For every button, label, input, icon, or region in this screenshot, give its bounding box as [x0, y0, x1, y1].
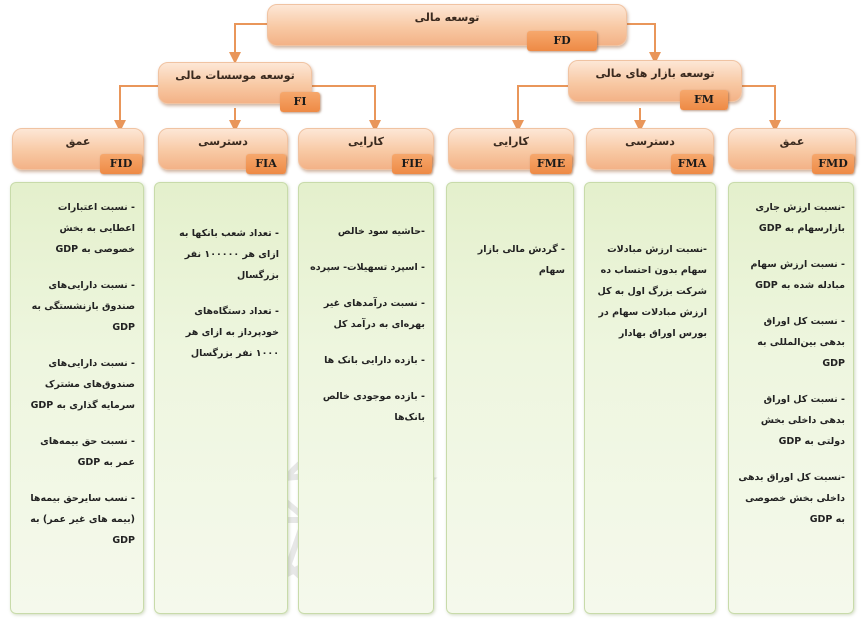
list-item: -نسبت ارزش جاری بازارسهام به GDP	[755, 202, 845, 234]
list-item: - نسبت اعتبارات اعطایی به بخش خصوصی به G…	[55, 202, 135, 255]
list-item: - اسپرد تسهیلات- سپرده	[310, 262, 425, 273]
list-item: - نسب سایرحق بیمه‌ها (بیمه های غیر عمر) …	[30, 493, 135, 546]
list-item: - نسبت دارایی‌های صندوق‌های مشترک سرمایه…	[30, 358, 135, 411]
list-item: -نسبت ارزش مبادلات سهام بدون احتساب ده ش…	[597, 244, 707, 339]
list-item: - تعداد دستگاه‌های خودپرداز به ازای هر ۱…	[185, 306, 279, 359]
list-item: - نسبت کل اوراق بدهی بین‌المللی به GDP	[757, 316, 845, 369]
fm-label: توسعه بازار های مالی	[595, 67, 715, 80]
list-item: - نسبت کل اوراق بدهی داخلی بخش دولتی به …	[760, 394, 845, 447]
fid-label: عمق	[65, 135, 91, 148]
root-code-tag: FD	[527, 31, 597, 51]
fid-column: - نسبت اعتبارات اعطایی به بخش خصوصی به G…	[10, 182, 144, 614]
fie-column: -حاشیه سود خالص - اسپرد تسهیلات- سپرده -…	[298, 182, 434, 614]
fme-label: کارایی	[493, 135, 529, 148]
list-item: - نسبت درآمدهای غیر بهره‌ای به درآمد کل	[323, 298, 425, 330]
fma-items: -نسبت ارزش مبادلات سهام بدون احتساب ده ش…	[593, 239, 707, 359]
fme-code-tag: FME	[530, 154, 572, 174]
fia-column: - تعداد شعب بانکها به ازای هر ۱۰۰۰۰۰ نفر…	[154, 182, 288, 614]
fi-code-tag: FI	[280, 92, 320, 112]
list-item: -حاشیه سود خالص	[337, 226, 425, 237]
fia-code-tag: FIA	[246, 154, 286, 174]
fmd-items: -نسبت ارزش جاری بازارسهام به GDP - نسبت …	[737, 197, 845, 545]
list-item: - گردش مالی بازار سهام	[477, 244, 565, 276]
list-item: - تعداد شعب بانکها به ازای هر ۱۰۰۰۰۰ نفر…	[179, 228, 279, 281]
fie-label: کارایی	[348, 135, 384, 148]
fie-code-tag: FIE	[392, 154, 432, 174]
list-item: -نسبت کل اوراق بدهی داخلی بخش خصوصی به G…	[738, 472, 845, 525]
fma-node: دسترسی	[586, 128, 714, 170]
fmd-column: -نسبت ارزش جاری بازارسهام به GDP - نسبت …	[728, 182, 854, 614]
fmd-label: عمق	[779, 135, 805, 148]
fm-code-tag: FM	[680, 90, 728, 110]
fi-label: توسعه موسسات مالی	[175, 69, 295, 82]
list-item: - نسبت حق بیمه‌های عمر به GDP	[40, 436, 135, 468]
fme-items: - گردش مالی بازار سهام	[455, 239, 565, 296]
fma-code-tag: FMA	[671, 154, 713, 174]
list-item: - نسبت دارایی‌های صندوق بازنشستگی به GDP	[31, 280, 135, 333]
list-item: - بازده دارایی بانک ها	[324, 355, 425, 366]
fm-node: توسعه بازار های مالی	[568, 60, 742, 102]
fme-column: - گردش مالی بازار سهام	[446, 182, 574, 614]
fid-code-tag: FID	[100, 154, 142, 174]
list-item: - بازده موجودی خالص بانک‌ها	[322, 391, 425, 423]
list-item: - نسبت ارزش سهام مبادله شده به GDP	[750, 259, 845, 291]
fma-label: دسترسی	[625, 135, 675, 148]
fia-label: دسترسی	[198, 135, 248, 148]
fia-items: - تعداد شعب بانکها به ازای هر ۱۰۰۰۰۰ نفر…	[163, 223, 279, 379]
fmd-code-tag: FMD	[812, 154, 854, 174]
fie-items: -حاشیه سود خالص - اسپرد تسهیلات- سپرده -…	[307, 221, 425, 443]
fma-column: -نسبت ارزش مبادلات سهام بدون احتساب ده ش…	[584, 182, 716, 614]
root-label: توسعه مالی	[414, 11, 480, 24]
fid-items: - نسبت اعتبارات اعطایی به بخش خصوصی به G…	[19, 197, 135, 566]
